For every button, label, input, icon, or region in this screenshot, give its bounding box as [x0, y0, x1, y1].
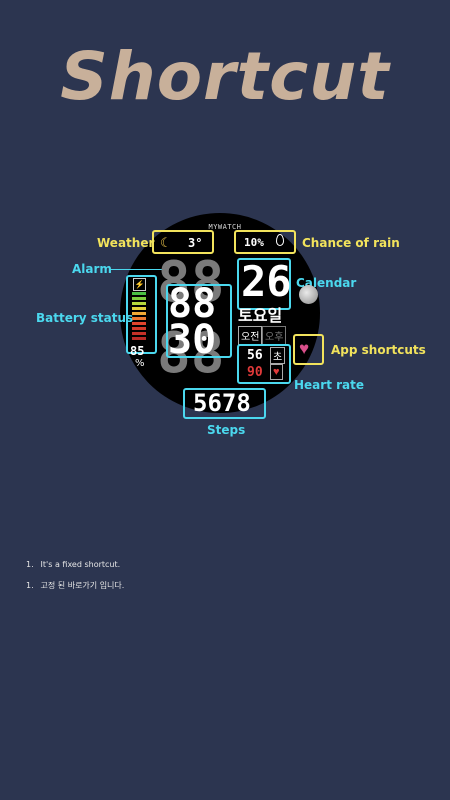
note-2-number: 1.	[26, 581, 34, 590]
label-heart-rate: Heart rate	[294, 378, 365, 392]
date-day: 26	[241, 257, 292, 306]
label-chance-of-rain: Chance of rain	[302, 236, 400, 250]
hour-digits-ghost: 88	[157, 250, 225, 315]
heart-rate-unit: 초	[270, 347, 286, 364]
calendar-shortcut[interactable]	[237, 258, 291, 310]
label-battery-status: Battery status	[36, 311, 134, 325]
rain-percent: 10%	[244, 236, 264, 249]
raindrop-icon	[276, 234, 284, 246]
steps-shortcut[interactable]	[183, 388, 266, 419]
battery-bar-5	[132, 312, 146, 315]
battery-bar-8	[132, 327, 146, 330]
battery-percent-unit: %	[135, 358, 145, 369]
heart-rate-shortcut[interactable]	[237, 344, 291, 384]
battery-bar-1	[132, 292, 146, 295]
heart-icon: ♥	[270, 364, 283, 380]
pm-indicator: 오후	[262, 326, 287, 345]
weather-complication[interactable]	[152, 230, 214, 254]
alarm-pointer-line	[110, 269, 168, 270]
note-1: 1. It's a fixed shortcut.	[26, 560, 120, 569]
note-1-text: It's a fixed shortcut.	[40, 560, 121, 569]
battery-percent: 85	[130, 344, 145, 358]
rain-complication[interactable]	[234, 230, 296, 254]
minute-digits-ghost: 88	[157, 321, 225, 386]
weekday-text: 토요일	[238, 306, 283, 325]
label-alarm: Alarm	[72, 262, 112, 276]
page-title: Shortcut	[60, 38, 390, 115]
charging-icon: ⚡	[133, 278, 146, 291]
steps-value: 5678	[193, 389, 251, 417]
battery-shortcut[interactable]	[126, 275, 157, 354]
battery-bar-9	[132, 332, 146, 335]
battery-bar-2	[132, 297, 146, 300]
heart-rate-value: 56	[247, 348, 263, 363]
weather-temp: 3°	[188, 236, 203, 250]
heart-outline-icon: ♥	[299, 339, 310, 358]
note-1-number: 1.	[26, 560, 34, 569]
battery-bar-4	[132, 307, 146, 310]
battery-bar-3	[132, 302, 146, 305]
moon-phase-icon	[299, 285, 318, 304]
am-indicator: 오전	[238, 326, 263, 345]
minute-digits: 30	[168, 317, 217, 363]
app-shortcut[interactable]	[293, 334, 324, 365]
battery-bar-7	[132, 322, 146, 325]
label-steps: Steps	[207, 423, 246, 437]
note-2-text: 고정 된 바로가기 입니다.	[40, 581, 125, 590]
battery-bar-6	[132, 317, 146, 320]
alarm-shortcut[interactable]	[166, 284, 232, 358]
label-app-shortcuts: App shortcuts	[331, 343, 426, 357]
moon-icon: ☾	[160, 235, 172, 250]
watch-brand: MYWATCH	[208, 223, 242, 231]
heart-rate-alt-value: 90	[247, 365, 263, 380]
battery-bar-10	[132, 337, 146, 340]
hour-digits: 88	[168, 281, 217, 327]
note-2: 1. 고정 된 바로가기 입니다.	[26, 580, 124, 591]
label-weather: Weather	[97, 236, 155, 250]
